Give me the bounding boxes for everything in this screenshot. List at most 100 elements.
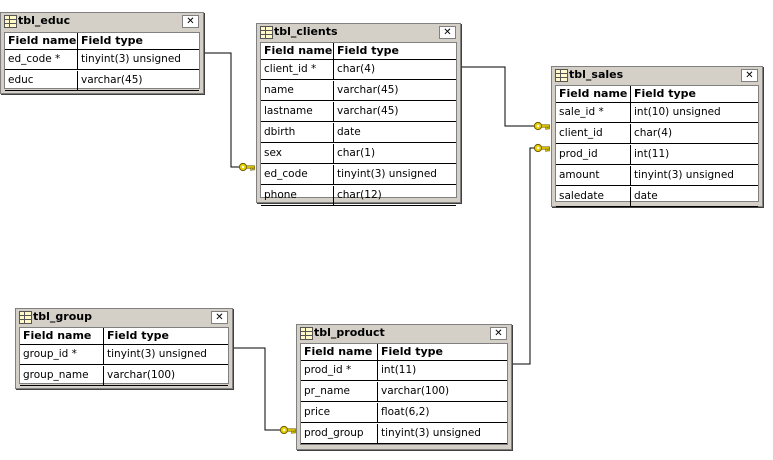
field-name: educ — [5, 71, 78, 90]
field-name: ed_code — [261, 165, 334, 184]
table-row[interactable]: sale_id *int(10) unsigned — [556, 103, 758, 123]
close-icon[interactable]: ✕ — [182, 15, 199, 28]
field-name: prod_id — [556, 145, 631, 164]
field-type: int(11) — [634, 148, 670, 160]
link-group-product — [233, 347, 282, 431]
field-name: ed_code * — [5, 50, 78, 69]
field-type-header: Field type — [107, 329, 169, 342]
field-name: amount — [556, 166, 631, 185]
table-title-bar[interactable]: tbl_sales ✕ — [552, 67, 762, 84]
field-name: client_id — [556, 124, 631, 143]
field-type: date — [634, 190, 658, 202]
field-type: char(12) — [337, 189, 382, 201]
key-icon — [279, 425, 297, 435]
close-icon[interactable]: ✕ — [211, 311, 228, 324]
table-row[interactable]: client_id *char(4) — [261, 60, 456, 80]
field-type: varchar(100) — [381, 385, 450, 397]
field-grid: Field name Field type client_id *char(4)… — [260, 42, 457, 206]
grid-header: Field name Field type — [5, 33, 199, 50]
field-grid: Field name Field type sale_id *int(10) u… — [555, 85, 759, 207]
field-type: int(10) unsigned — [634, 106, 721, 118]
table-grid-icon — [300, 327, 313, 340]
field-type: tinyint(3) unsigned — [107, 348, 207, 360]
table-sales[interactable]: tbl_sales ✕ Field name Field type sale_i… — [551, 66, 763, 207]
table-row[interactable]: prod_id *int(11) — [301, 361, 507, 381]
field-type: tinyint(3) unsigned — [337, 168, 437, 180]
table-name: tbl_educ — [18, 14, 71, 27]
field-name-header: Field name — [556, 86, 631, 102]
field-name: prod_group — [301, 424, 378, 443]
table-name: tbl_group — [33, 310, 92, 323]
field-type-header: Field type — [337, 44, 399, 57]
field-name: group_id * — [20, 345, 104, 364]
grid-header: Field name Field type — [556, 86, 758, 103]
field-name-header: Field name — [261, 43, 334, 59]
field-name-header: Field name — [20, 328, 104, 344]
grid-header: Field name Field type — [261, 43, 456, 60]
field-type: tinyint(3) unsigned — [381, 427, 481, 439]
table-group[interactable]: tbl_group ✕ Field name Field type group_… — [15, 308, 233, 389]
field-type: date — [337, 126, 361, 138]
field-name: pr_name — [301, 382, 378, 401]
field-type: varchar(45) — [337, 84, 399, 96]
table-product[interactable]: tbl_product ✕ Field name Field type prod… — [296, 324, 512, 450]
key-icon — [238, 162, 256, 172]
link-product-sales — [512, 147, 536, 365]
table-clients[interactable]: tbl_clients ✕ Field name Field type clie… — [256, 23, 461, 206]
table-title-bar[interactable]: tbl_clients ✕ — [257, 24, 460, 41]
field-type: tinyint(3) unsigned — [81, 53, 181, 65]
field-grid: Field name Field type group_id *tinyint(… — [19, 327, 229, 386]
field-type-header: Field type — [381, 345, 443, 358]
field-type: varchar(45) — [337, 105, 399, 117]
field-name: price — [301, 403, 378, 422]
field-name: dbirth — [261, 123, 334, 142]
table-name: tbl_clients — [274, 25, 338, 38]
table-name: tbl_product — [314, 326, 385, 339]
table-title-bar[interactable]: tbl_product ✕ — [297, 325, 511, 342]
key-icon — [533, 121, 551, 131]
field-name: lastname — [261, 102, 334, 121]
table-title-bar[interactable]: tbl_group ✕ — [16, 309, 232, 326]
table-grid-icon — [19, 311, 32, 324]
table-title-bar[interactable]: tbl_educ ✕ — [1, 13, 203, 30]
key-icon — [533, 143, 551, 153]
table-educ[interactable]: tbl_educ ✕ Field name Field type ed_code… — [0, 12, 204, 94]
link-clients-sales — [461, 66, 536, 127]
field-type: tinyint(3) unsigned — [634, 169, 734, 181]
field-name-header: Field name — [301, 344, 378, 360]
table-row[interactable]: ed_code * tinyint(3) unsigned — [5, 50, 199, 70]
field-type-header: Field type — [81, 34, 143, 47]
field-grid: Field name Field type ed_code * tinyint(… — [4, 32, 200, 91]
link-educ-clients — [204, 52, 241, 168]
close-icon[interactable]: ✕ — [439, 26, 456, 39]
field-name: saledate — [556, 187, 631, 206]
table-grid-icon — [4, 15, 17, 28]
close-icon[interactable]: ✕ — [490, 327, 507, 340]
field-type: varchar(100) — [107, 369, 176, 381]
field-name: client_id * — [261, 60, 334, 79]
field-name: phone — [261, 186, 334, 205]
close-icon[interactable]: ✕ — [741, 69, 758, 82]
field-name: name — [261, 81, 334, 100]
field-type: char(4) — [337, 63, 376, 75]
table-grid-icon — [260, 26, 273, 39]
table-row[interactable]: group_id *tinyint(3) unsigned — [20, 345, 228, 365]
table-row[interactable]: educ varchar(45) — [5, 71, 199, 91]
field-name: sex — [261, 144, 334, 163]
field-type: float(6,2) — [381, 406, 430, 418]
field-name: sale_id * — [556, 103, 631, 122]
